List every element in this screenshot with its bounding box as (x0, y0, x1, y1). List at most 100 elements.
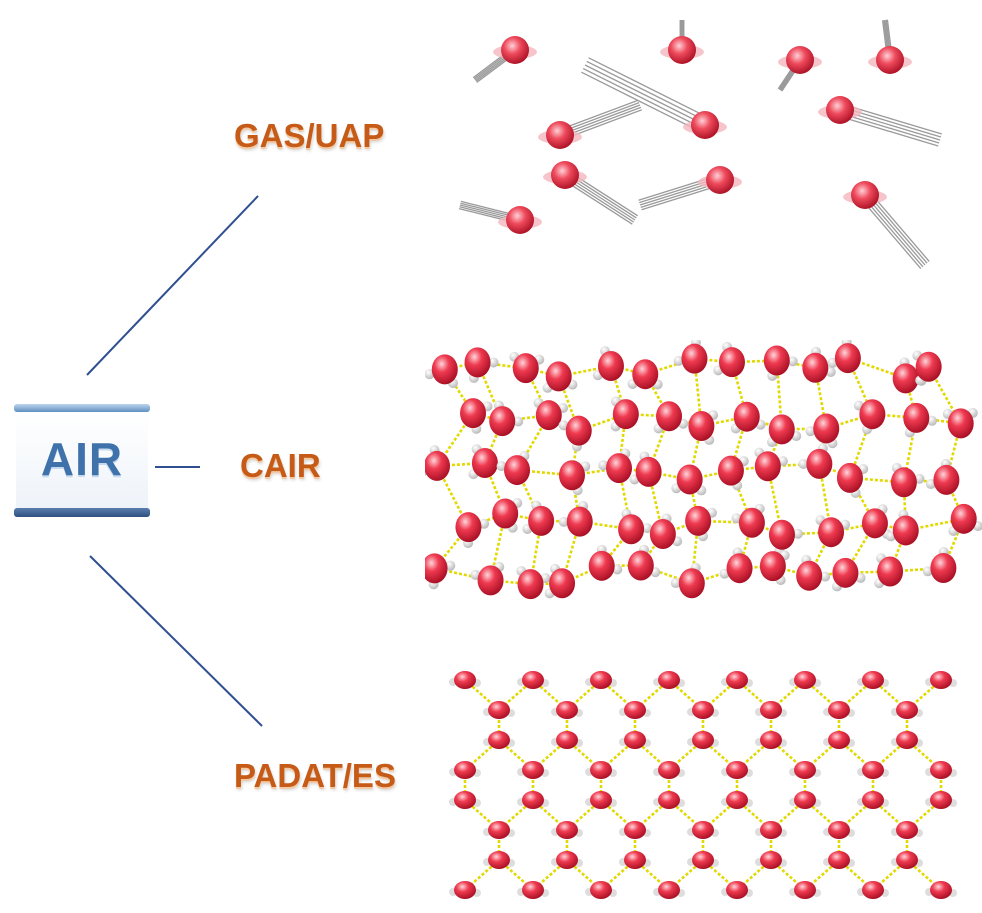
liquid-hydrogen-atom (488, 357, 499, 368)
ice-oxygen-atom (488, 821, 510, 839)
ice-oxygen-atom (522, 881, 544, 899)
liquid-oxygen-atom (504, 455, 531, 486)
ice-oxygen-atom (624, 851, 646, 869)
ice-oxygen-atom (862, 791, 884, 809)
ice-oxygen-atom (930, 671, 952, 689)
liquid-oxygen-atom (763, 345, 790, 376)
liquid-oxygen-atom (606, 453, 633, 484)
root-panel (16, 412, 148, 508)
ice-oxygen-atom (896, 701, 918, 719)
ice-oxygen-atom (590, 791, 612, 809)
ice-oxygen-atom (488, 851, 510, 869)
ice-oxygen-atom (794, 761, 816, 779)
liquid-oxygen-atom (947, 408, 974, 439)
liquid-oxygen-atom (535, 400, 562, 431)
gas-molecule (506, 206, 534, 234)
liquid-oxygen-atom (738, 507, 765, 538)
liquid-oxygen-atom (892, 515, 919, 546)
liquid-oxygen-atom (528, 505, 555, 536)
liquid-oxygen-atom (635, 456, 662, 487)
liquid-hydrogen-atom (925, 479, 936, 490)
root-top-bar (14, 404, 150, 412)
liquid-oxygen-atom (950, 503, 977, 534)
liquid-oxygen-atom (676, 464, 703, 495)
gas-trail-line (563, 176, 635, 223)
liquid-oxygen-atom (759, 551, 786, 582)
liquid-hydrogen-bond (848, 477, 877, 524)
liquid-oxygen-atom (627, 550, 654, 581)
liquid-oxygen-atom (656, 401, 683, 432)
ice-oxygen-atom (828, 731, 850, 749)
liquid-hydrogen-atom (673, 355, 684, 366)
liquid-hydrogen-atom (612, 564, 623, 575)
liquid-oxygen-atom (517, 569, 544, 600)
gas-trail-line (866, 192, 928, 264)
ice-oxygen-atom (760, 731, 782, 749)
ice-oxygen-atom (624, 821, 646, 839)
ice-oxygen-atom (828, 701, 850, 719)
liquid-oxygen-atom (832, 557, 859, 588)
liquid-hydrogen-atom (922, 566, 933, 577)
liquid-oxygen-atom (566, 506, 593, 537)
liquid-hydrogen-atom (670, 578, 681, 589)
ice-oxygen-atom (522, 671, 544, 689)
liquid-oxygen-atom (754, 451, 781, 482)
ice-oxygen-atom (522, 791, 544, 809)
ice-oxygen-atom (658, 881, 680, 899)
ice-oxygen-atom (556, 851, 578, 869)
gas-molecule (546, 121, 574, 149)
ice-oxygen-atom (726, 881, 748, 899)
liquid-hydrogen-atom (598, 460, 609, 471)
gas-trail-line (584, 64, 706, 126)
ice-oxygen-atom (522, 761, 544, 779)
liquid-hydrogen-atom (798, 459, 809, 470)
gas-trail-line (862, 196, 924, 268)
liquid-hydrogen-bond (433, 526, 470, 570)
liquid-oxygen-atom (549, 568, 576, 599)
liquid-hydrogen-atom (914, 473, 925, 484)
gas-molecule (501, 36, 529, 64)
liquid-oxygen-atom (768, 519, 795, 550)
liquid-oxygen-atom (813, 413, 840, 444)
liquid-hydrogen-bond (889, 566, 944, 573)
liquid-oxygen-atom (464, 347, 491, 378)
gas-molecule (691, 111, 719, 139)
liquid-oxygen-atom (861, 508, 888, 539)
liquid-oxygen-atom (802, 352, 829, 383)
liquid-hydrogen-atom (513, 416, 524, 427)
ice-oxygen-atom (624, 701, 646, 719)
liquid-oxygen-atom (460, 398, 487, 429)
ice-oxygen-atom (488, 701, 510, 719)
gas-trail-line (641, 184, 722, 211)
ice-oxygen-atom (590, 881, 612, 899)
ice-oxygen-atom (760, 821, 782, 839)
liquid-oxygen-atom (588, 550, 615, 581)
gas-trail-line (868, 190, 930, 262)
ice-oxygen-atom (590, 671, 612, 689)
liquid-hydrogen-bond (579, 520, 632, 531)
liquid-oxygen-atom (818, 517, 845, 548)
liquid-oxygen-atom (726, 553, 753, 584)
ice-oxygen-atom (692, 851, 714, 869)
liquid-hydrogen-atom (926, 415, 937, 426)
liquid-oxygen-atom (612, 399, 639, 430)
liquid-oxygen-atom (836, 462, 863, 493)
gas-molecule (786, 46, 814, 74)
branch-label-liquid: CAIR (240, 447, 321, 484)
liquid-hydrogen-bond (698, 519, 752, 525)
gas-molecule (826, 96, 854, 124)
liquid-oxygen-atom (796, 560, 823, 591)
ice-oxygen-atom (828, 821, 850, 839)
liquid-oxygen-atom (558, 460, 585, 491)
liquid-oxygen-atom (806, 448, 833, 479)
liquid-oxygen-atom (597, 351, 624, 382)
liquid-hydrogen-atom (642, 523, 653, 534)
ice-oxygen-atom (658, 671, 680, 689)
liquid-hydrogen-bond (443, 368, 475, 414)
liquid-hydrogen-atom (825, 366, 836, 377)
liquid-oxygen-atom (859, 399, 886, 430)
gas-trail-line (559, 104, 641, 136)
liquid-oxygen-atom (890, 467, 917, 498)
ice-oxygen-atom (794, 671, 816, 689)
